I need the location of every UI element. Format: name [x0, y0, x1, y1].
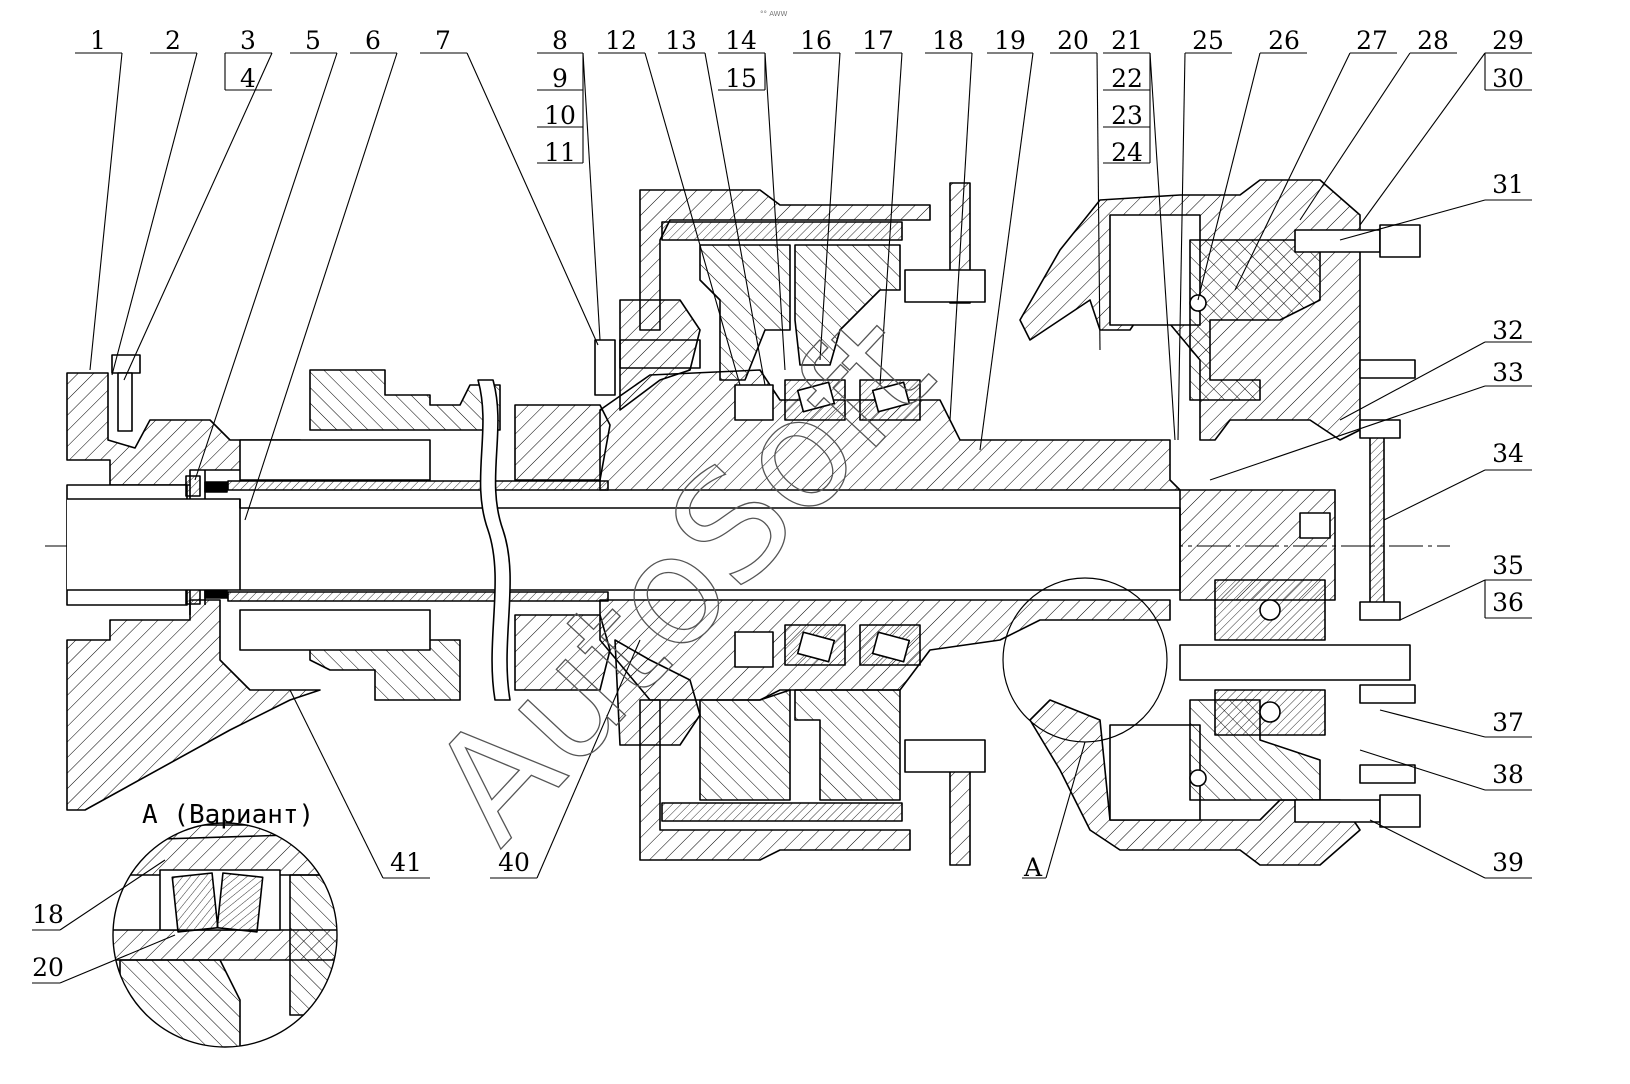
callout-23: 23	[1111, 101, 1143, 130]
planet-carrier-lower	[699, 689, 791, 801]
callout-20: 20	[1057, 26, 1089, 55]
callout-32: 32	[1492, 316, 1524, 345]
callout-34: 34	[1492, 439, 1524, 468]
left-flange-lower	[66, 599, 321, 811]
nut-12-upper	[734, 384, 774, 421]
section-marker-a: A	[1023, 853, 1043, 882]
callout-14: 14	[725, 26, 757, 55]
callout-22: 22	[1111, 64, 1143, 93]
callout-19: 19	[994, 26, 1026, 55]
tube-wall-upper	[227, 480, 609, 491]
bolt-31	[1294, 229, 1381, 253]
callout-37: 37	[1492, 708, 1524, 737]
cover-flange-7	[619, 299, 701, 411]
callout-16: 16	[800, 26, 832, 55]
callout-10: 10	[544, 101, 576, 130]
callout-29: 29	[1492, 26, 1524, 55]
callout-21: 21	[1111, 26, 1143, 55]
callout-7: 7	[435, 26, 451, 55]
seal-5-upper	[185, 475, 201, 497]
callout-36: 36	[1492, 588, 1524, 617]
leader-lines	[32, 52, 1532, 984]
end-hub	[1179, 489, 1336, 601]
inner-cover-27	[1189, 239, 1321, 401]
callout-17: 17	[862, 26, 894, 55]
end-cover-34	[1369, 429, 1385, 611]
callout-35: 35	[1492, 551, 1524, 580]
callout-33: 33	[1492, 358, 1524, 387]
callout-26: 26	[1268, 26, 1300, 55]
callout-40: 40	[498, 848, 530, 877]
callout-31: 31	[1492, 170, 1524, 199]
planet-carrier-lower2	[794, 689, 901, 801]
stud-8	[594, 339, 616, 396]
callout-27: 27	[1356, 26, 1388, 55]
bolt-39	[1294, 799, 1381, 823]
callout-41: 41	[390, 848, 422, 877]
callout-18: 18	[32, 900, 64, 929]
callout-25: 25	[1192, 26, 1224, 55]
right-housing-lower	[1029, 699, 1361, 866]
tube-housing-lower2	[514, 614, 611, 691]
callout-5: 5	[305, 26, 321, 55]
tube-housing-upper2	[514, 404, 611, 481]
o-ring-26-upper	[1189, 294, 1207, 312]
callout-24: 24	[1111, 138, 1143, 167]
callout-13: 13	[665, 26, 697, 55]
o-ring-26-lower	[1189, 769, 1207, 787]
tiny-watermark: °° AWW	[760, 10, 788, 18]
break-mark	[477, 379, 511, 701]
callout-12: 12	[605, 26, 637, 55]
tube-housing-upper	[309, 369, 501, 431]
callout-18: 18	[932, 26, 964, 55]
ring-gear-lower	[661, 802, 903, 822]
ring-gear-upper	[661, 221, 903, 241]
callout-4: 4	[240, 64, 256, 93]
callout-30: 30	[1492, 64, 1524, 93]
callout-1: 1	[90, 26, 106, 55]
callout-3: 3	[240, 26, 256, 55]
callout-2: 2	[165, 26, 181, 55]
tube-wall-lower	[227, 591, 609, 602]
callout-28: 28	[1417, 26, 1449, 55]
callout-39: 39	[1492, 848, 1524, 877]
nut-12-lower	[734, 631, 774, 668]
callout-11: 11	[544, 138, 576, 167]
detail-a-caption: A (Вариант)	[142, 800, 315, 830]
callout-8: 8	[552, 26, 568, 55]
cover-flange-40	[614, 639, 701, 746]
callout-9: 9	[552, 64, 568, 93]
callout-20: 20	[32, 953, 64, 982]
callout-15: 15	[725, 64, 757, 93]
callout-38: 38	[1492, 760, 1524, 789]
callout-6: 6	[365, 26, 381, 55]
